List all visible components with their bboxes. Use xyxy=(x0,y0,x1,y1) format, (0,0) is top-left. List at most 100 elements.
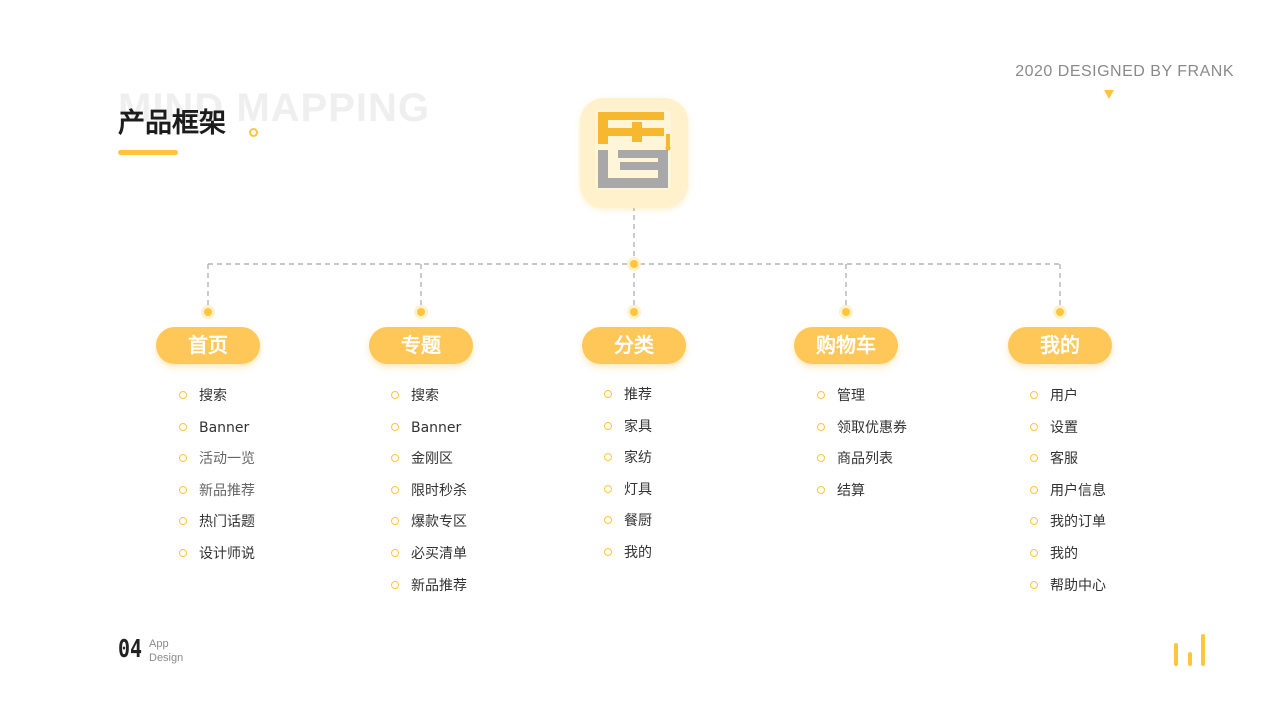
list-item[interactable]: 搜索 xyxy=(391,386,467,418)
bullet-ring-icon xyxy=(179,454,187,463)
list-item[interactable]: 我的 xyxy=(1030,544,1106,576)
list-item[interactable]: 爆款专区 xyxy=(391,512,467,544)
category-cart[interactable]: 购物车 xyxy=(794,327,898,364)
list-item-label: 餐厨 xyxy=(624,513,652,530)
bullet-ring-icon xyxy=(179,485,187,494)
list-item[interactable]: 推荐 xyxy=(604,385,652,417)
list-item-label: Banner xyxy=(199,419,250,436)
bullet-ring-icon xyxy=(817,391,825,399)
category-home[interactable]: 首页 xyxy=(156,327,260,364)
bullet-ring-icon xyxy=(1030,548,1038,557)
list-item-label: 爆款专区 xyxy=(411,514,467,531)
node-dot xyxy=(204,308,212,316)
list-item-label: 新品推荐 xyxy=(411,577,467,594)
list-item[interactable]: 设计师说 xyxy=(179,544,255,576)
bullet-ring-icon xyxy=(391,548,399,557)
page-number: 04 xyxy=(118,634,143,663)
list-item-label: 管理 xyxy=(837,388,865,404)
bullet-ring-icon xyxy=(391,580,399,589)
list-item[interactable]: 用户信息 xyxy=(1030,481,1106,513)
bullet-ring-icon xyxy=(391,391,399,399)
caption-line: Design xyxy=(149,652,184,664)
list-item[interactable]: Banner xyxy=(391,418,467,450)
page-caption: App Design xyxy=(149,637,183,665)
bullet-ring-icon xyxy=(1030,517,1038,526)
list-item-label: 新品推荐 xyxy=(199,482,255,499)
list-item[interactable]: Banner xyxy=(179,418,255,450)
list-item-label: 设置 xyxy=(1050,419,1078,436)
list-item[interactable]: 管理 xyxy=(817,386,907,418)
bullet-ring-icon xyxy=(817,454,825,463)
list-item[interactable]: 结算 xyxy=(817,481,907,513)
bullet-ring-icon xyxy=(1030,580,1038,589)
list-item[interactable]: 设置 xyxy=(1030,418,1106,450)
caption-line: App xyxy=(149,638,169,650)
app-logo-icon xyxy=(595,110,671,190)
list-item[interactable]: 搜索 xyxy=(179,386,255,418)
list-item-label: 设计师说 xyxy=(199,545,255,562)
page-title: 产品框架 xyxy=(118,108,226,139)
list-item[interactable]: 我的 xyxy=(604,543,652,575)
node-dot xyxy=(417,308,425,316)
category-classify[interactable]: 分类 xyxy=(582,327,686,364)
list-classify: 推荐 家具 家纺 灯具 餐厨 我的 xyxy=(604,385,652,575)
list-item[interactable]: 餐厨 xyxy=(604,511,652,543)
list-item-label: 帮助中心 xyxy=(1050,577,1106,594)
list-item-label: 用户信息 xyxy=(1050,482,1106,499)
list-item[interactable]: 家纺 xyxy=(604,448,652,480)
list-item[interactable]: 必买清单 xyxy=(391,544,467,576)
node-dot xyxy=(630,308,638,316)
list-home: 搜索 Banner 活动一览 新品推荐 热门话题 设计师说 xyxy=(179,386,255,576)
list-item-label: 家纺 xyxy=(624,450,652,467)
node-dot xyxy=(1056,308,1064,316)
list-item[interactable]: 限时秒杀 xyxy=(391,481,467,513)
bullet-ring-icon xyxy=(391,517,399,526)
designer-credit: 2020 DESIGNED BY FRANK xyxy=(1015,63,1234,80)
title-ring-decoration xyxy=(249,128,258,137)
list-item[interactable]: 用户 xyxy=(1030,386,1106,418)
list-item-label: 我的订单 xyxy=(1050,514,1106,531)
bullet-ring-icon xyxy=(604,390,612,398)
list-item-label: 领取优惠券 xyxy=(837,419,907,436)
list-item-label: Banner xyxy=(411,419,462,436)
list-item[interactable]: 金刚区 xyxy=(391,449,467,481)
list-item[interactable]: 客服 xyxy=(1030,449,1106,481)
list-item-label: 限时秒杀 xyxy=(411,482,467,499)
bullet-ring-icon xyxy=(391,485,399,494)
list-item[interactable]: 家具 xyxy=(604,417,652,449)
bullet-ring-icon xyxy=(604,547,612,556)
list-item[interactable]: 新品推荐 xyxy=(179,481,255,513)
bullet-ring-icon xyxy=(391,454,399,463)
list-item-label: 结算 xyxy=(837,482,865,499)
list-item[interactable]: 热门话题 xyxy=(179,512,255,544)
bullet-ring-icon xyxy=(604,421,612,430)
list-item-label: 推荐 xyxy=(624,387,652,403)
bullet-ring-icon xyxy=(1030,422,1038,431)
list-item-label: 活动一览 xyxy=(199,451,255,468)
list-topics: 搜索 Banner 金刚区 限时秒杀 爆款专区 必买清单 新品推荐 xyxy=(391,386,467,607)
list-item[interactable]: 领取优惠券 xyxy=(817,418,907,450)
bullet-ring-icon xyxy=(817,485,825,494)
bullet-ring-icon xyxy=(1030,391,1038,399)
list-item-label: 灯具 xyxy=(624,481,652,498)
list-item-label: 我的 xyxy=(624,544,652,561)
list-item[interactable]: 灯具 xyxy=(604,480,652,512)
node-dot xyxy=(630,260,638,268)
bullet-ring-icon xyxy=(179,391,187,399)
list-item[interactable]: 我的订单 xyxy=(1030,512,1106,544)
category-mine[interactable]: 我的 xyxy=(1008,327,1112,364)
list-mine: 用户 设置 客服 用户信息 我的订单 我的 帮助中心 xyxy=(1030,386,1106,607)
bullet-ring-icon xyxy=(391,422,399,431)
bullet-ring-icon xyxy=(179,422,187,431)
list-item[interactable]: 活动一览 xyxy=(179,449,255,481)
down-triangle-icon xyxy=(1104,90,1114,99)
title-underline xyxy=(118,150,178,155)
list-item[interactable]: 商品列表 xyxy=(817,449,907,481)
bullet-ring-icon xyxy=(1030,454,1038,463)
list-item-label: 家具 xyxy=(624,418,652,435)
list-item[interactable]: 帮助中心 xyxy=(1030,576,1106,608)
category-topics[interactable]: 专题 xyxy=(369,327,473,364)
list-item[interactable]: 新品推荐 xyxy=(391,576,467,608)
bullet-ring-icon xyxy=(1030,485,1038,494)
